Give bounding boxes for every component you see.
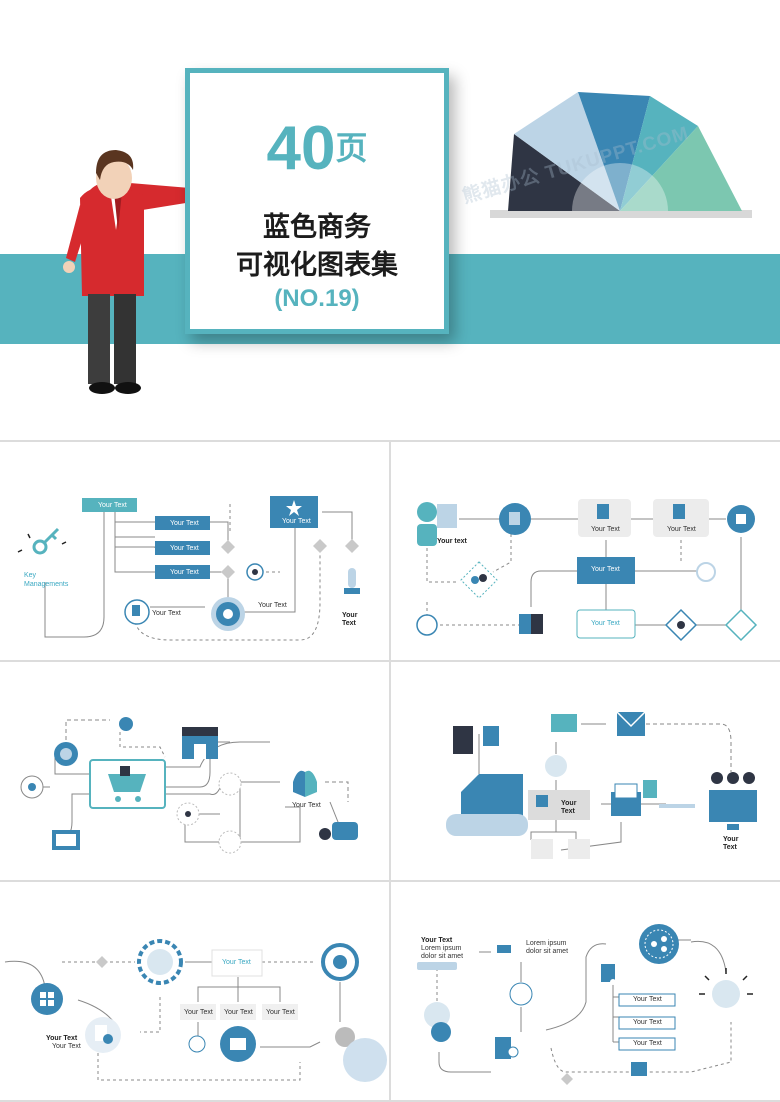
s6-r3: Your Text: [633, 1040, 662, 1047]
person-label: Your text: [437, 538, 467, 545]
slide-thumbnail-5[interactable]: Your Text Your Text Your Text Your Text …: [0, 882, 389, 1100]
title-line-2: 可视化图表集: [236, 250, 398, 281]
presenter-illustration: [63, 148, 262, 394]
slide-1-diagram: [17, 496, 360, 641]
slide-2-diagram: [416, 499, 758, 642]
s6-b2: dolor sit amet: [526, 948, 569, 955]
slide-thumbnail-1[interactable]: Your Text Your Text Your Text Your Text …: [0, 442, 389, 660]
series-number: (NO.19): [274, 285, 360, 312]
s6-a1: Your Text: [421, 937, 453, 944]
star-box-label: Your Text: [282, 518, 311, 525]
s6-r1: Your Text: [633, 996, 662, 1003]
slide-thumbnail-4[interactable]: Your Text Your Text: [391, 662, 780, 880]
key-label-1: Key: [24, 572, 37, 579]
hands-label: Your Text: [292, 802, 321, 809]
s5-child-3: Your Text: [266, 1009, 295, 1016]
fan-chart-illustration: [490, 92, 752, 218]
key-label-2: Managements: [24, 581, 69, 588]
slide-3-diagram: [20, 717, 358, 854]
box-b-label: Your Text: [170, 545, 199, 552]
slide-6-diagram: [417, 924, 753, 1085]
s4-right-label-1: Your: [723, 836, 739, 843]
doc-label: Your Text: [152, 610, 181, 617]
page-count: 40页: [266, 114, 368, 183]
slide-4-diagram: [446, 711, 757, 859]
s2-box-1-label: Your Text: [591, 526, 620, 533]
mid-label: Your Text: [258, 602, 287, 609]
s5-top-label: Your Text: [222, 959, 251, 966]
s2-bottom-label: Your Text: [591, 620, 620, 627]
s6-a2: Lorem ipsum: [421, 945, 462, 952]
slide-thumbnail-6[interactable]: Your Text Lorem ipsum dolor sit amet Lor…: [391, 882, 780, 1100]
box-a-label: Your Text: [170, 520, 199, 527]
cover-slide[interactable]: 40页 蓝色商务 可视化图表集 (NO.19) 熊猫办公 TUKUPPT.COM: [0, 0, 780, 440]
s5-child-1: Your Text: [184, 1009, 213, 1016]
s4-right-label-2: Text: [723, 844, 737, 851]
rocket-label-2: Text: [342, 620, 356, 627]
box-c-label: Your Text: [170, 569, 199, 576]
rocket-label-1: Your: [342, 612, 358, 619]
s5-left-label-1: Your Text: [46, 1035, 78, 1042]
s2-center-label: Your Text: [591, 566, 620, 573]
s4-mid-label-2: Text: [561, 808, 575, 815]
slide-thumbnail-2[interactable]: Your text Your Text Your Text Your Text …: [391, 442, 780, 660]
s4-mid-label-1: Your: [561, 800, 577, 807]
s6-a3: dolor sit amet: [421, 953, 464, 960]
slide-thumbnail-3[interactable]: Your Text: [0, 662, 389, 880]
title-card: 40页 蓝色商务 可视化图表集 (NO.19): [185, 68, 449, 334]
s5-child-2: Your Text: [224, 1009, 253, 1016]
s5-left-label-2: Your Text: [52, 1043, 81, 1050]
slide-5-diagram: [4, 939, 387, 1082]
title-line-1: 蓝色商务: [263, 212, 371, 243]
s6-b1: Lorem ipsum: [526, 940, 567, 947]
s6-r2: Your Text: [633, 1019, 662, 1026]
top-box-label: Your Text: [98, 502, 127, 509]
s2-box-2-label: Your Text: [667, 526, 696, 533]
